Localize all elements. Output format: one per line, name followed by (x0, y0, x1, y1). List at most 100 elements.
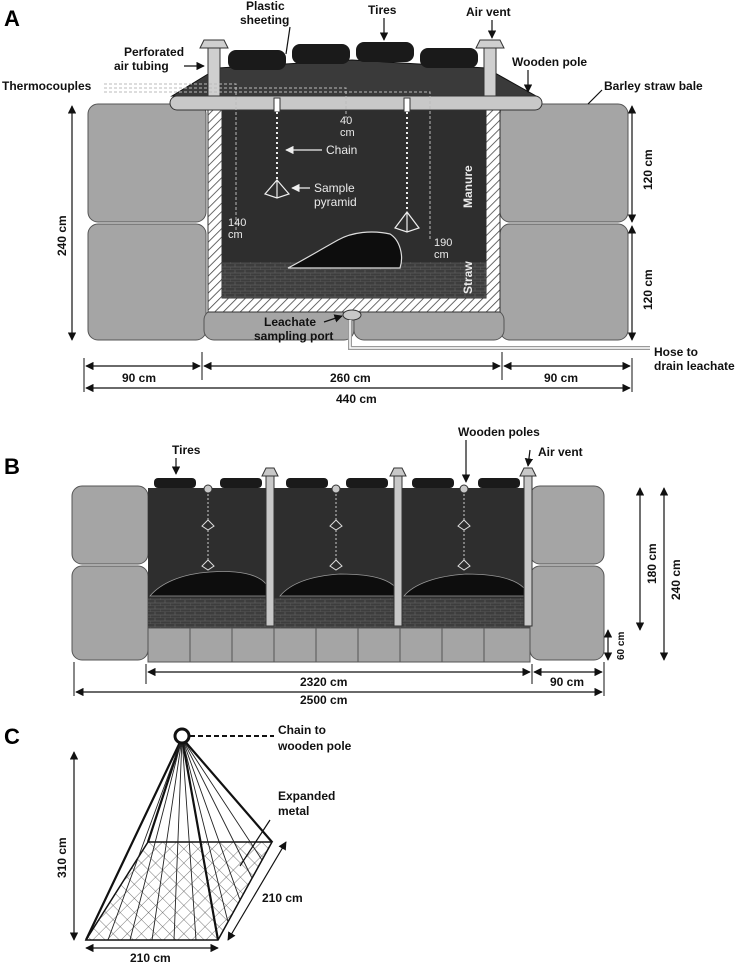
tire-2 (292, 44, 350, 64)
sampler-b-1 (201, 484, 215, 571)
dim-height-240-label: 240 cm (669, 559, 683, 600)
perforated-tubing-label-line-2: air tubing (114, 59, 169, 73)
tire-4 (420, 48, 478, 68)
depth-40-line-2: cm (340, 127, 355, 139)
pyramid-b-1-lower (201, 559, 215, 571)
dim-pyramid-height-label: 310 cm (55, 837, 69, 878)
tire-b-3 (286, 478, 328, 488)
air-vent-right-cap (475, 39, 505, 49)
dim-width-total-a-label: 440 cm (336, 392, 377, 406)
dim-length-inner-label: 2320 cm (300, 675, 347, 689)
dim-length-total-label: 2500 cm (300, 693, 347, 707)
wooden-pole-section-b-1 (203, 484, 213, 494)
thermocouples-label: Thermocouples (2, 79, 92, 93)
air-vent-b-1 (265, 475, 275, 627)
wooden-pole-section-b-2 (331, 484, 341, 494)
dim-height-180-label: 180 cm (645, 543, 659, 584)
air-vent-b-2 (393, 475, 403, 627)
depth-190-line-2: cm (434, 249, 449, 261)
end-bale-left-lower (71, 565, 149, 661)
air-vent-left-cap (199, 39, 229, 49)
dim-pyramid-width-label: 210 cm (130, 951, 171, 964)
end-bale-right-lower (529, 565, 605, 661)
dim-length-side-label: 90 cm (550, 675, 584, 689)
sample-pyramid-2 (394, 211, 420, 233)
thermocouple-wire-140 (104, 83, 237, 230)
dim-pyramid-depth-label: 210 cm (262, 891, 303, 905)
manure-label: Manure (461, 165, 475, 208)
depth-40-line-1: 40 (340, 115, 352, 127)
chain-hook-1 (273, 97, 281, 113)
straw-bale-left-upper (87, 103, 207, 223)
air-vent-right (483, 47, 497, 101)
dim-height-60-label: 60 cm (616, 632, 627, 660)
dim-width-left-a-label: 90 cm (122, 371, 156, 385)
air-vent-b-3 (523, 475, 533, 627)
bottom-bale-row (148, 628, 530, 662)
dim-height-upper-a-label: 120 cm (641, 149, 655, 190)
plastic-sheeting-label-line-1: Plastic (246, 0, 285, 13)
panel-c: C Chain to wooden pole Expanded metal 31… (4, 723, 352, 964)
leachate-port-arrow (323, 314, 343, 323)
straw-layer-b (148, 598, 530, 628)
wooden-pole (169, 95, 543, 111)
hose-label-line-1: Hose to (654, 345, 698, 359)
air-vent-b-2-cap (389, 467, 407, 477)
straw-bale-bottom-right (353, 309, 505, 341)
panel-a-letter: A (4, 6, 20, 31)
pyramid-base (84, 841, 274, 941)
tire-b-5 (412, 478, 454, 488)
air-vent-b-1-cap (261, 467, 279, 477)
sampler-b-2 (329, 484, 343, 571)
straw-bale-left-lower (87, 223, 207, 341)
sample-pyramid-1 (263, 179, 291, 199)
barley-straw-bale-label: Barley straw bale (604, 79, 703, 93)
straw-bale-right-lower (499, 223, 629, 341)
dim-pyramid-depth (227, 841, 287, 941)
plastic-sheeting (170, 59, 538, 97)
leachate-port (342, 309, 362, 321)
expanded-metal-label-line-2: metal (278, 804, 309, 818)
carcass (287, 231, 403, 269)
tire-3 (356, 42, 414, 62)
dim-height-total-a-label: 240 cm (55, 215, 69, 256)
sampler-b-3 (457, 484, 471, 571)
air-vent-b-3-cap (519, 467, 537, 477)
air-vent-arrow-b (524, 449, 534, 467)
dim-width-center-a-label: 260 cm (330, 371, 371, 385)
end-bale-right-upper (529, 485, 605, 565)
depth-190-line-1: 190 (434, 237, 452, 249)
tire-b-6 (478, 478, 520, 488)
straw-label: Straw (461, 261, 475, 294)
plastic-sheeting-label-line-2: sheeting (240, 13, 289, 27)
expanded-metal-label-line-1: Expanded (278, 789, 335, 803)
chain-hook-2 (403, 97, 411, 113)
pyramid-edges (85, 737, 273, 941)
pyramid-b-3-lower (457, 559, 471, 571)
tires-label-a: Tires (368, 3, 397, 17)
wooden-pole-section-b-3 (459, 484, 469, 494)
panel-b: B (4, 425, 683, 707)
pyramid-b-2-lower (329, 559, 343, 571)
hose-label-line-2: drain leachate (654, 359, 735, 373)
bottom-bale-dividers (189, 628, 485, 662)
sample-pyramid-label-line-1: Sample (314, 181, 355, 195)
tires-label-b: Tires (172, 443, 201, 457)
end-bale-left-upper (71, 485, 149, 565)
tire-b-4 (346, 478, 388, 488)
chain-label-c-line-2: wooden pole (277, 739, 352, 753)
tire-b-1 (154, 478, 196, 488)
panel-c-letter: C (4, 724, 20, 749)
tire-1 (228, 50, 286, 70)
pyramid-ring (173, 727, 191, 745)
thermocouple-wire-190 (104, 91, 431, 240)
carcass-b-1 (149, 571, 267, 597)
wooden-poles-label: Wooden poles (458, 425, 540, 439)
air-vent-label-b: Air vent (538, 445, 583, 459)
barley-straw-bale-leader (587, 89, 603, 105)
panel-b-letter: B (4, 454, 20, 479)
tire-b-2 (220, 478, 262, 488)
leachate-port-label-line-1: Leachate (264, 315, 316, 329)
carcass-b-3 (403, 573, 525, 597)
